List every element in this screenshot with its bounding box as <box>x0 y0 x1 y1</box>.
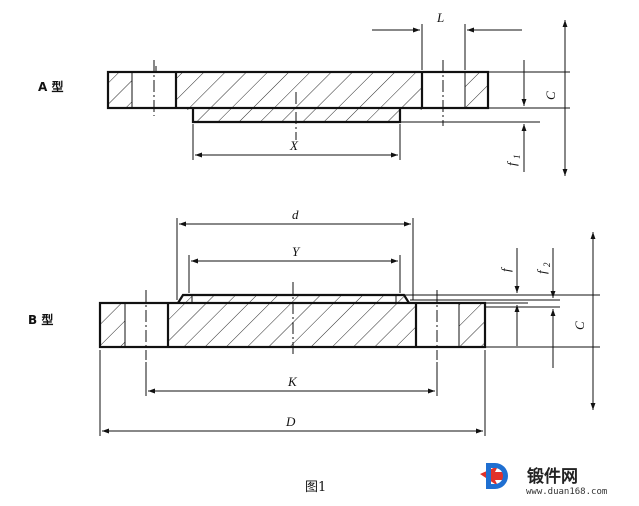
dim-label-f1: f <box>504 160 519 166</box>
type-b-right-rim-hatch <box>459 303 485 347</box>
dim-label-X: X <box>289 138 299 153</box>
logo-d-icon <box>486 463 508 489</box>
dim-label-C-a: C <box>543 91 558 100</box>
dim-label-K: K <box>287 374 298 389</box>
dim-label-f1-sub: 1 <box>512 155 522 160</box>
dim-label-C-b: C <box>572 321 587 330</box>
dim-label-f: f <box>498 266 513 272</box>
type-b-raised-face <box>177 293 410 304</box>
dim-label-L: L <box>436 10 444 25</box>
dim-label-D: D <box>285 414 296 429</box>
type-a-body-hatch <box>176 72 422 122</box>
watermark-name: 锻件网 <box>527 466 578 487</box>
type-b-label: B 型 <box>28 312 53 327</box>
type-a-label: A 型 <box>38 79 63 94</box>
type-a-outline <box>106 70 490 110</box>
dim-label-f2: f <box>534 268 549 274</box>
type-a-right-rim-hatch <box>465 72 488 108</box>
figure-caption: 图1 <box>305 480 326 495</box>
watermark-logo: 锻件网 www.duan168.com <box>480 463 607 497</box>
type-a-flange: A 型 L C f 1 <box>38 10 570 176</box>
type-a-left-rim-hatch <box>108 72 132 108</box>
watermark-url: www.duan168.com <box>526 487 607 497</box>
type-b-flange: B 型 d Y f <box>28 207 600 436</box>
type-b-left-rim-hatch <box>100 303 125 347</box>
logo-arrow-icon <box>480 466 506 486</box>
type-b-body-hatch <box>168 296 416 347</box>
dim-label-f2-sub: 2 <box>542 262 552 267</box>
dim-label-Y: Y <box>292 244 301 259</box>
dim-label-d: d <box>292 207 299 222</box>
